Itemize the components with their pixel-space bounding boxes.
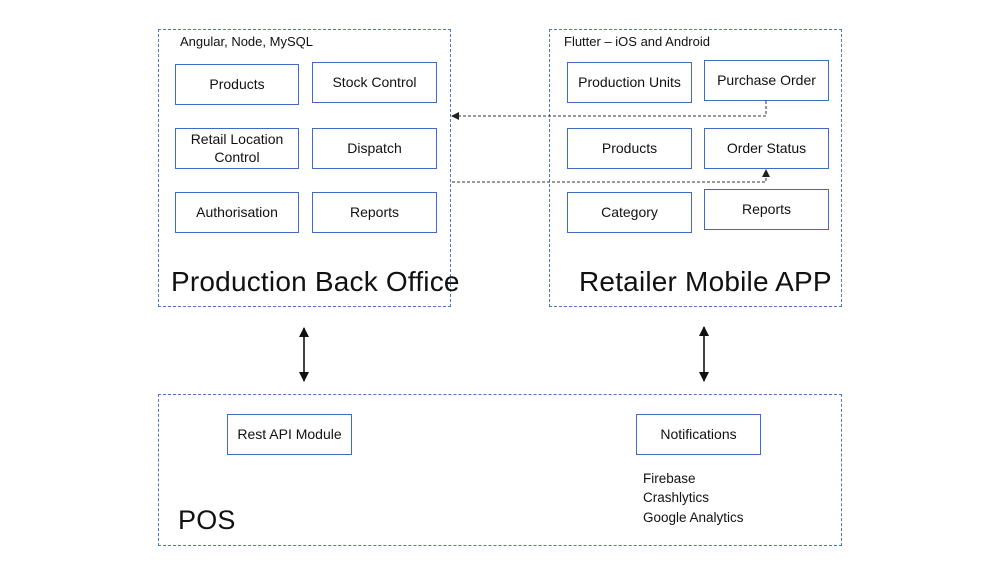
app-module-purchase-order: Purchase Order (704, 60, 829, 101)
bo-module-reports: Reports (312, 192, 437, 233)
mobile-app-tech-stack: Flutter – iOS and Android (564, 34, 710, 49)
service-google-analytics: Google Analytics (643, 510, 744, 525)
app-module-products: Products (567, 128, 692, 169)
bo-module-retail-location-control: Retail Location Control (175, 128, 299, 169)
mobile-app-title: Retailer Mobile APP (579, 266, 832, 297)
app-module-reports: Reports (704, 189, 829, 230)
pos-panel (158, 394, 842, 546)
back-office-title: Production Back Office (171, 266, 460, 297)
bo-module-products: Products (175, 64, 299, 105)
back-office-panel (158, 29, 451, 307)
bo-module-dispatch: Dispatch (312, 128, 437, 169)
back-office-tech-stack: Angular, Node, MySQL (180, 34, 313, 49)
pos-rest-api-module: Rest API Module (227, 414, 352, 455)
bo-module-stock-control: Stock Control (312, 62, 437, 103)
app-module-order-status: Order Status (704, 128, 829, 169)
back-office-to-order-status-arrow (452, 169, 770, 183)
app-module-production-units: Production Units (567, 62, 692, 103)
purchase-order-to-back-office-arrow (451, 101, 767, 120)
bo-module-authorisation: Authorisation (175, 192, 299, 233)
service-crashlytics: Crashlytics (643, 490, 710, 505)
pos-notifications: Notifications (636, 414, 761, 455)
app-module-category: Category (567, 192, 692, 233)
pos-title: POS (178, 505, 236, 535)
mobile-app-panel (549, 29, 842, 307)
service-firebase: Firebase (643, 471, 696, 486)
